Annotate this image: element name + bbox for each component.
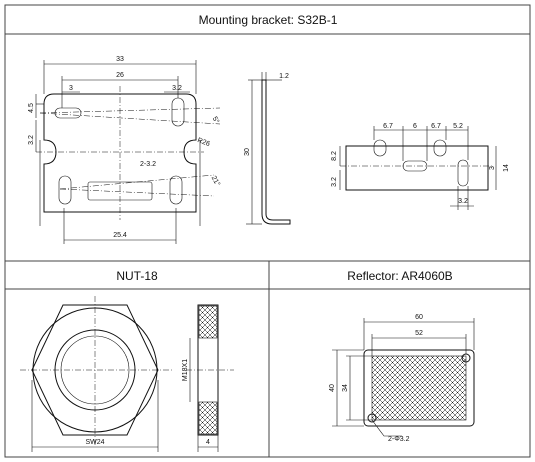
dim-3-bottom: 3 (489, 166, 496, 170)
bracket-front-view (35, 60, 221, 244)
dim-4-5: 4.5 (28, 103, 35, 113)
reflector-view (332, 318, 475, 437)
dim-14: 14 (503, 164, 510, 172)
dim-holes: 2-Φ3.2 (388, 436, 410, 443)
dim-26: 26 (116, 72, 124, 79)
dim-2-3-2: 2-3.2 (140, 161, 156, 168)
dim-r26: R26 (196, 137, 211, 148)
dim-1-2: 1.2 (279, 73, 289, 80)
dim-3-2-top: 3.2 (172, 85, 182, 92)
dim-5-2: 5.2 (453, 123, 463, 130)
dim-5deg: 5° (211, 115, 221, 125)
dim-sw24: SW24 (85, 439, 104, 446)
dim-3-2-bottom-left: 3.2 (331, 177, 338, 187)
bracket-title: Mounting bracket: S32B-1 (199, 13, 338, 27)
dim-33: 33 (116, 56, 124, 63)
bracket-side-view (246, 72, 291, 225)
nut-front-view (20, 296, 172, 452)
dim-6-7-right: 6.7 (431, 123, 441, 130)
bracket-bottom-view (339, 126, 497, 210)
dim-3-2-left: 3.2 (28, 135, 35, 145)
dim-3-2-bottom-right: 3.2 (458, 198, 468, 205)
dim-nut-thickness: 4 (206, 439, 210, 446)
dim-40: 40 (329, 384, 336, 392)
nut-title: NUT-18 (116, 269, 158, 283)
sheet-frame (4, 4, 531, 458)
dim-30: 30 (244, 148, 251, 156)
dim-52: 52 (415, 330, 423, 337)
nut-side-view (186, 304, 234, 452)
dim-25-4: 25.4 (113, 232, 127, 239)
dim-34: 34 (342, 384, 349, 392)
dim-m18x1: M18X1 (182, 359, 189, 381)
reflector-title: Reflector: AR4060B (347, 269, 452, 283)
dim-21deg: 21° (210, 174, 222, 187)
dim-6-7-left: 6.7 (383, 123, 393, 130)
dim-60: 60 (415, 314, 423, 321)
dim-8-2: 8.2 (331, 151, 338, 161)
dim-6: 6 (413, 123, 417, 130)
dim-3: 3 (69, 85, 73, 92)
